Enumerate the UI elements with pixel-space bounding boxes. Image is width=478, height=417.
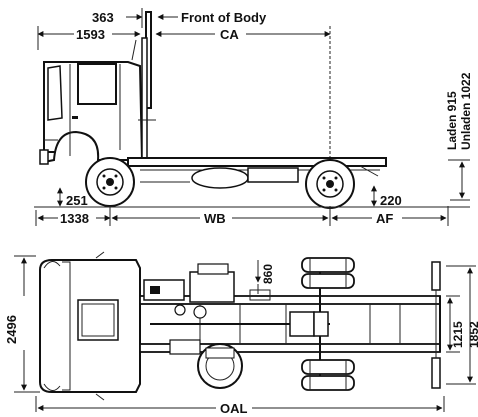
dim-1593-line	[37, 26, 141, 50]
dim-1338-label: 1338	[60, 211, 89, 226]
rear-wheels-top	[301, 257, 355, 391]
dim-1593-label: 1593	[76, 27, 105, 42]
rear-wheel	[305, 159, 355, 209]
dim-220-label: 220	[380, 193, 402, 208]
side-view: 363 Front of Body 1593 CA Laden 915 Unla…	[34, 8, 473, 226]
dim-ca-line	[155, 26, 331, 160]
dim-1852-label: 1852	[467, 321, 478, 348]
dim-af-label: AF	[376, 211, 393, 226]
dim-wb-label: WB	[204, 211, 226, 226]
dim-363-line	[126, 8, 143, 28]
laden-label: Laden 915	[445, 91, 459, 150]
dim-oal-label: OAL	[220, 401, 248, 416]
fuel-tank	[191, 167, 249, 189]
dim-oal-line	[35, 396, 445, 412]
dim-1215-label: 1215	[451, 321, 465, 348]
cab	[39, 39, 144, 165]
unladen-label: Unladen 1022	[459, 72, 473, 150]
cab-top	[39, 251, 141, 401]
dim-363-label: 363	[92, 10, 114, 25]
dim-251-label: 251	[66, 193, 88, 208]
fuel-tank-top	[197, 343, 243, 389]
dim-1852-line	[446, 265, 476, 385]
cab-door-window	[77, 63, 117, 105]
cab-roof-hatch	[77, 299, 119, 341]
cab-windshield	[47, 65, 63, 121]
dim-bottom-lines	[35, 206, 449, 226]
front-of-body-label: Front of Body	[181, 10, 267, 25]
dim-1215-line	[446, 295, 460, 353]
dim-2496-line	[14, 255, 40, 393]
front-wheel	[85, 157, 135, 207]
dim-2496-label: 2496	[4, 315, 19, 344]
height-dim-line	[448, 159, 470, 201]
dim-860-label: 860	[261, 264, 275, 284]
dim-ca-label: CA	[220, 27, 239, 42]
engine-components	[143, 263, 271, 355]
top-view: 2496	[4, 251, 478, 416]
rear-end	[431, 261, 441, 389]
chassis-rails	[139, 270, 441, 378]
